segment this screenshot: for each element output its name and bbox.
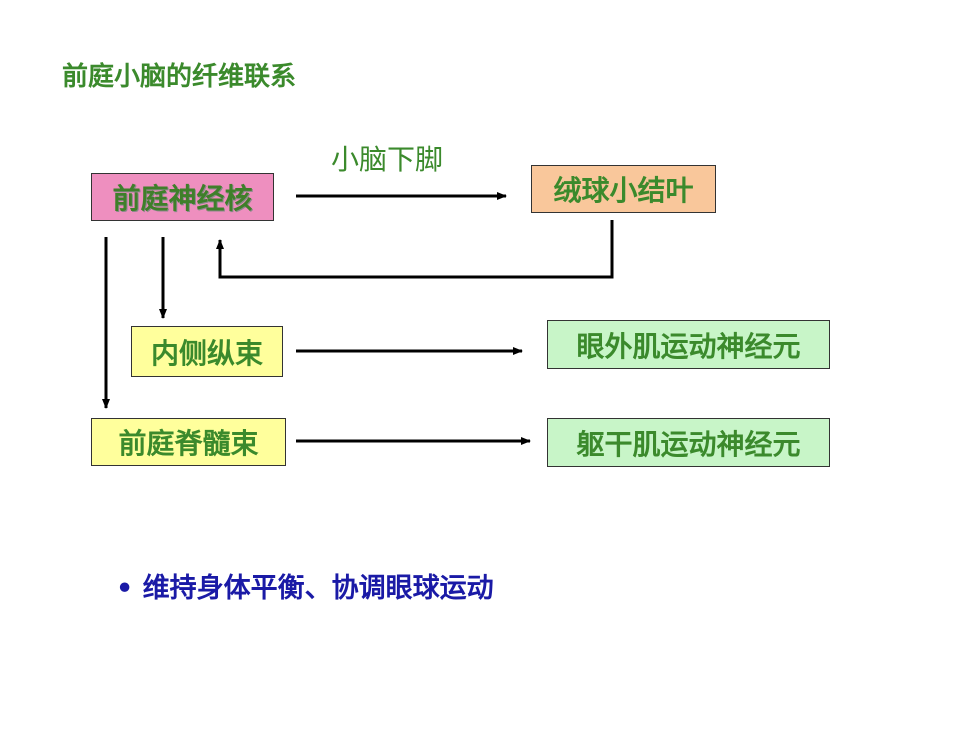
node-label: 前庭脊髓束 [118,427,259,460]
node-label: 内侧纵束 [150,336,263,370]
node-vestibular-nuclei: 前庭神经核 [91,173,274,221]
node-label: 前庭神经核 [112,182,253,215]
page-title: 前庭小脑的纤维联系 [62,62,297,92]
node-vestibulospinal-tract: 前庭脊髓束 [91,418,286,466]
arrow-flocculus-to-vestibular [216,220,614,279]
edge-label-inferior-cerebellar-peduncle: 小脑下脚 [331,143,444,176]
node-flocculonodular-lobe: 绒球小结叶 [531,165,716,213]
bullet-text: 维持身体平衡、协调眼球运动 [142,573,494,604]
node-trunk-motor-neurons: 躯干肌运动神经元 [547,418,830,467]
bullet-point: • 维持身体平衡、协调眼球运动 [116,566,494,605]
node-label: 躯干肌运动神经元 [576,427,801,461]
node-medial-longitudinal-fasciculus: 内侧纵束 [131,326,283,377]
node-extraocular-motor-neurons: 眼外肌运动神经元 [547,320,830,369]
node-label: 绒球小结叶 [553,174,694,207]
node-label: 眼外肌运动神经元 [576,329,801,363]
bullet-marker: • [116,573,134,604]
